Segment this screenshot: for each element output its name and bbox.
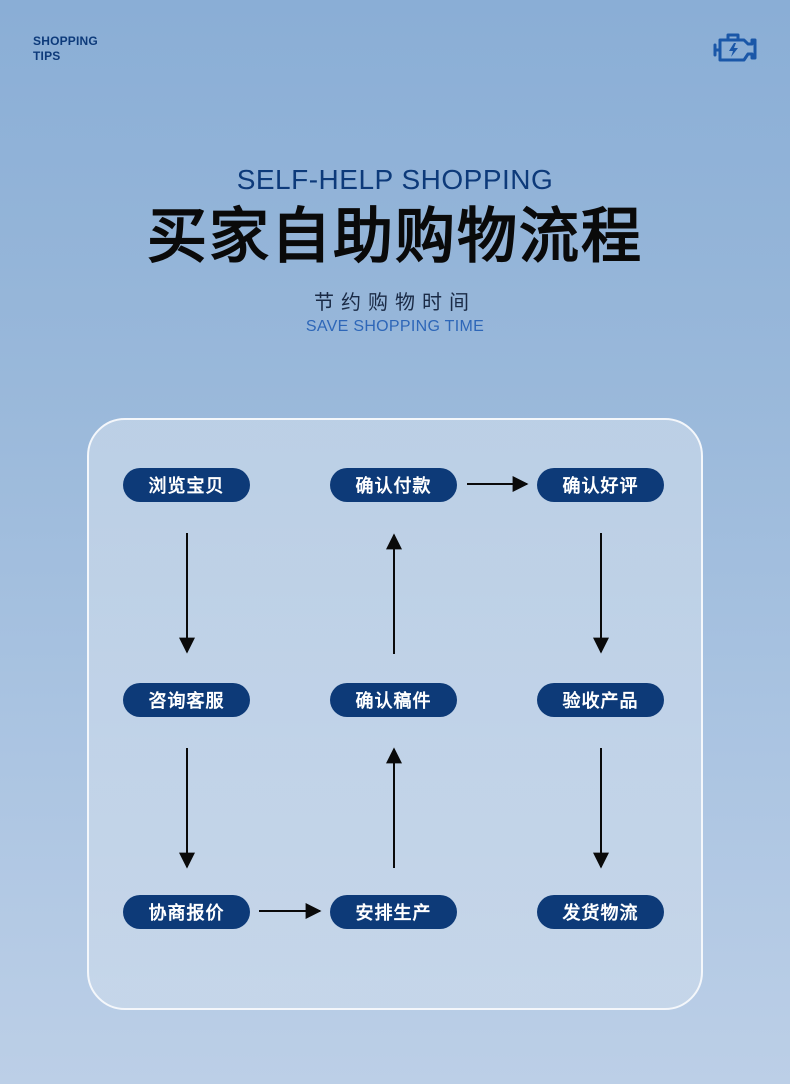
page-title: 买家自助购物流程	[147, 202, 643, 272]
step-consult: 咨询客服	[123, 683, 250, 717]
step-negotiate: 协商报价	[123, 895, 250, 929]
tips-line-1: SHOPPING	[33, 34, 98, 48]
step-browse: 浏览宝贝	[123, 468, 250, 502]
shopping-tips-label: SHOPPING TIPS	[33, 34, 98, 64]
step-ship-logistics: 发货物流	[537, 895, 664, 929]
tagline-english: SAVE SHOPPING TIME	[305, 318, 485, 335]
engine-icon	[713, 33, 757, 62]
english-title: SELF-HELP SHOPPING	[236, 164, 554, 195]
step-arrange-production: 安排生产	[330, 895, 457, 929]
tips-line-2: TIPS	[33, 49, 61, 63]
step-confirm-review: 确认好评	[537, 468, 664, 502]
step-inspect-product: 验收产品	[537, 683, 664, 717]
step-confirm-payment: 确认付款	[330, 468, 457, 502]
step-confirm-draft: 确认稿件	[330, 683, 457, 717]
tagline-chinese: 节约购物时间	[314, 290, 476, 314]
